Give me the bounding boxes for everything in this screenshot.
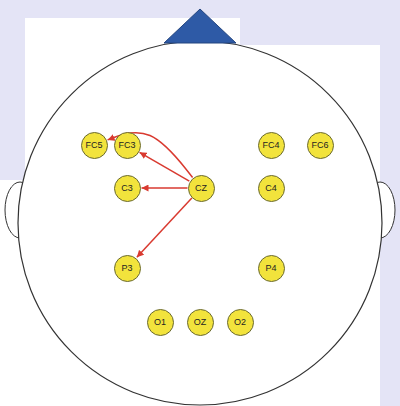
electrode-circle: FC5: [81, 132, 108, 159]
electrode-label: FC3: [118, 141, 135, 150]
electrode-label: P4: [265, 264, 276, 273]
electrode-circle: C3: [114, 175, 141, 202]
connection-arrow: [140, 152, 190, 181]
electrode-circle: FC6: [307, 132, 334, 159]
electrode-label: FC6: [311, 141, 328, 150]
electrode-circle: P3: [114, 255, 141, 282]
nose: [164, 9, 236, 43]
connection-arrow: [137, 198, 192, 257]
head-outline: [18, 41, 382, 405]
electrode-circle: CZ: [188, 175, 215, 202]
electrode-label: FC5: [85, 141, 102, 150]
electrode-circle: O2: [227, 309, 254, 336]
electrode-circle: FC4: [258, 132, 285, 159]
electrode-circle: C4: [258, 175, 285, 202]
electrode-label: C3: [121, 184, 133, 193]
electrode-label: O1: [154, 318, 166, 327]
electrode-label: O2: [234, 318, 246, 327]
electrode-label: CZ: [195, 184, 207, 193]
electrode-label: C4: [265, 184, 277, 193]
connection-arrow: [142, 187, 188, 189]
electrode-circle: O1: [147, 309, 174, 336]
electrode-label: FC4: [262, 141, 279, 150]
electrode-label: OZ: [194, 318, 207, 327]
electrode-circle: P4: [258, 255, 285, 282]
electrode-circle: OZ: [187, 309, 214, 336]
electrode-label: P3: [121, 264, 132, 273]
electrode-circle: FC3: [114, 132, 141, 159]
